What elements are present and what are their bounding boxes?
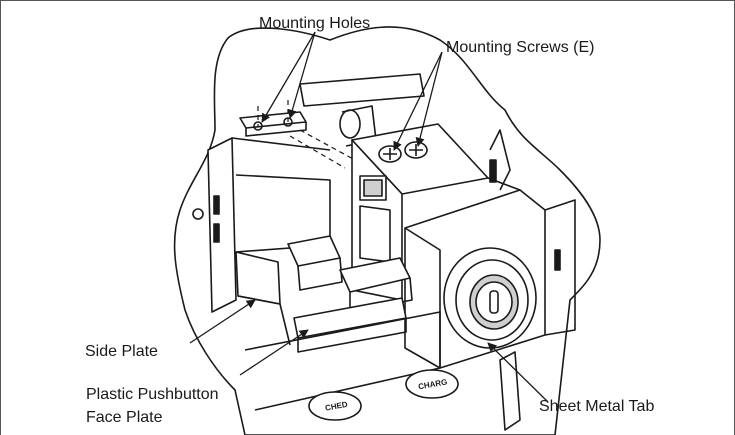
leader-side-plate bbox=[189, 299, 256, 344]
button-text-left: CHED bbox=[324, 400, 348, 413]
label-mounting-screws: Mounting Screws (E) bbox=[446, 39, 595, 56]
leader-mounting-screws-1 bbox=[393, 51, 443, 151]
label-face-plate: Face Plate bbox=[86, 409, 163, 426]
leader-mounting-screws-2 bbox=[415, 51, 443, 147]
label-plastic-pushbutton: Plastic Pushbutton bbox=[86, 386, 219, 403]
upper-shaft bbox=[299, 73, 425, 107]
base-tray bbox=[244, 311, 441, 411]
key-slot bbox=[489, 290, 499, 314]
sheet-metal-tab bbox=[499, 351, 521, 431]
leader-mounting-holes-2 bbox=[287, 31, 316, 119]
button-disc-right bbox=[405, 369, 459, 399]
wall-hole bbox=[192, 208, 204, 220]
label-side-plate: Side Plate bbox=[85, 343, 158, 360]
housing-back-wall bbox=[235, 174, 331, 253]
mounting-hole-left bbox=[253, 121, 263, 131]
leader-sheet-metal-tab bbox=[487, 342, 549, 403]
right-slot bbox=[554, 249, 561, 271]
label-sheet-metal-tab: Sheet Metal Tab bbox=[539, 398, 655, 415]
label-mounting-holes: Mounting Holes bbox=[259, 15, 371, 32]
shaft-roller bbox=[339, 109, 361, 139]
button-disc-left bbox=[308, 391, 362, 421]
mounting-bracket bbox=[239, 111, 307, 129]
leader-mounting-holes-1 bbox=[261, 31, 316, 123]
pushbutton-upper bbox=[287, 235, 341, 267]
wall-slot-1 bbox=[213, 195, 220, 215]
left-housing-wall bbox=[207, 137, 237, 313]
right-housing-edge bbox=[544, 199, 576, 336]
wall-slot-2 bbox=[213, 223, 220, 243]
cutaway-outline bbox=[173, 26, 601, 435]
leader-face-plate bbox=[239, 329, 309, 376]
